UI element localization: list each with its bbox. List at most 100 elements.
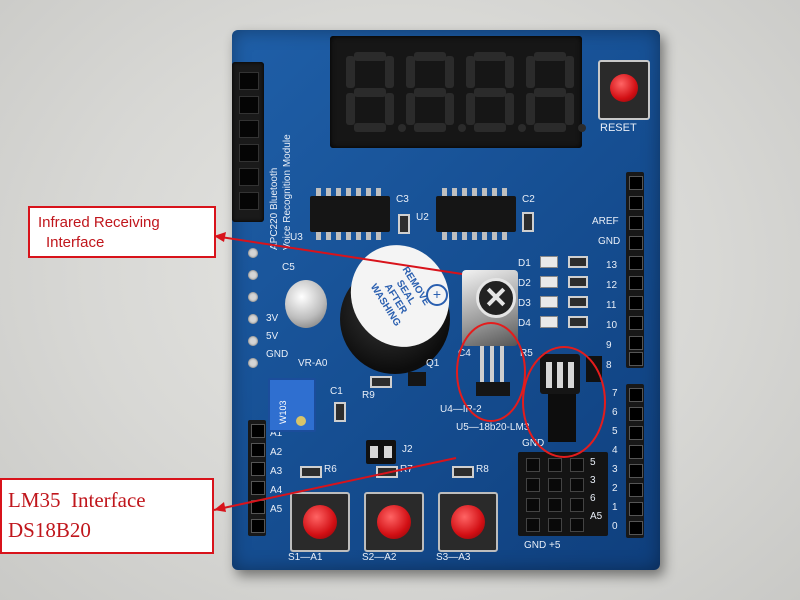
grid-labels: 5 3 6 A5 <box>590 454 602 526</box>
gnd-label-mid: GND <box>522 438 545 449</box>
led-labels: D1 D2 D3 D4 <box>518 254 531 334</box>
gnd-label-left: GND <box>266 349 289 360</box>
q1-label: Q1 <box>426 358 440 369</box>
plus-icon: + <box>426 284 448 306</box>
capacitor-c5 <box>285 280 327 328</box>
digit-1 <box>344 52 406 132</box>
button-s1[interactable] <box>290 492 350 552</box>
pin-7-label: 7 <box>612 388 618 399</box>
callout-lm35: LM35 Interface DS18B20 <box>0 478 214 554</box>
right-pin-labels-top: 13 12 11 10 9 8 <box>606 256 617 376</box>
pin-2-label: 2 <box>612 483 618 494</box>
resistor-led-4 <box>568 316 588 328</box>
u5-label: U5—18b20-LM3 <box>456 422 530 433</box>
pin-6-label: 6 <box>612 407 618 418</box>
d3-label: D3 <box>518 298 531 309</box>
module-label: APC220 Bluetooth Voice Recognition Modul… <box>268 70 308 250</box>
ir-receiver-lens <box>476 278 516 318</box>
j2-label: J2 <box>402 444 413 455</box>
resistor-r9 <box>370 376 392 388</box>
callout-infrared-line1: Infrared Receiving <box>38 214 160 231</box>
pin-grid-header <box>518 452 608 536</box>
digit-2 <box>404 52 466 132</box>
callout-infrared: Infrared Receiving Interface <box>28 206 216 258</box>
grid-label-5: 5 <box>590 457 596 468</box>
a2-label: A2 <box>270 447 283 458</box>
pin-8-label: 8 <box>606 360 612 371</box>
ir-highlight-circle <box>456 322 526 422</box>
pin-12-label: 12 <box>606 280 618 291</box>
transistor-q1 <box>408 372 426 386</box>
right-pin-header-bottom <box>626 384 644 538</box>
callout-infrared-line2: Interface <box>46 234 105 251</box>
module-label-line1: APC220 Bluetooth <box>269 167 280 250</box>
d4-label: D4 <box>518 318 531 329</box>
capacitor-c1 <box>334 402 346 422</box>
resistor-led-2 <box>568 276 588 288</box>
resistor-led-3 <box>568 296 588 308</box>
grid-label-6: 6 <box>590 493 596 504</box>
u3-label: U3 <box>290 232 303 243</box>
jumper-j2[interactable] <box>366 440 396 464</box>
pin-11-label: 11 <box>606 300 617 311</box>
5v-label: 5V <box>266 331 279 342</box>
digit-4 <box>524 52 586 132</box>
pin-1-label: 1 <box>612 502 618 513</box>
r7-label: R7 <box>400 464 413 475</box>
resistor-led-1 <box>568 256 588 268</box>
c2-label: C2 <box>522 194 535 205</box>
r8-label: R8 <box>476 464 489 475</box>
reset-button[interactable] <box>598 60 650 120</box>
a1-label: A1 <box>270 428 283 439</box>
pin-4-label: 4 <box>612 445 618 456</box>
potentiometer[interactable]: W103 <box>268 378 316 432</box>
led-d2 <box>540 276 558 288</box>
pot-value-text: W103 <box>278 400 288 424</box>
c5-label: C5 <box>282 262 295 273</box>
a3-label: A3 <box>270 466 283 477</box>
r6-label: R6 <box>324 464 337 475</box>
capacitor-c2 <box>522 212 534 232</box>
r9-label: R9 <box>362 390 375 401</box>
s2-label: S2—A2 <box>362 552 397 563</box>
seven-segment-display <box>330 36 586 148</box>
female-pin-header <box>232 62 264 222</box>
reset-label: RESET <box>600 122 637 134</box>
right-pin-labels-bottom: 7 6 5 4 3 2 1 0 <box>612 384 618 536</box>
resistor-r7 <box>376 466 398 478</box>
pin-13-label: 13 <box>606 260 618 271</box>
resistor-r8 <box>452 466 474 478</box>
led-d1 <box>540 256 558 268</box>
button-s3[interactable] <box>438 492 498 552</box>
grid-label-a5: A5 <box>590 511 603 522</box>
d1-label: D1 <box>518 258 531 269</box>
callout-lm35-line1: LM35 Interface <box>8 488 146 512</box>
digit-3 <box>464 52 526 132</box>
a4-label: A4 <box>270 485 283 496</box>
u2-label: U2 <box>416 212 429 223</box>
module-label-line2: Voice Recognition Module <box>282 134 293 250</box>
s3-label: S3—A3 <box>436 552 471 563</box>
d2-label: D2 <box>518 278 531 289</box>
led-d3 <box>540 296 558 308</box>
callout-lm35-line2: DS18B20 <box>8 518 91 542</box>
pin-5-label: 5 <box>612 426 618 437</box>
aref-label: AREF <box>592 216 619 227</box>
pin-10-label: 10 <box>606 320 618 331</box>
analog-pin-labels: A1 A2 A3 A4 A5 <box>270 424 282 519</box>
vr-a0-label: VR-A0 <box>298 358 328 369</box>
right-pin-header-top <box>626 172 644 368</box>
pin-0-label: 0 <box>612 521 618 532</box>
3v-label: 3V <box>266 313 279 324</box>
left-power-pads <box>248 248 262 378</box>
s1-label: S1—A1 <box>288 552 323 563</box>
analog-pin-header <box>248 420 266 536</box>
c3-label: C3 <box>396 194 409 205</box>
gnd-5v-label: GND +5 <box>524 540 561 551</box>
gnd-label-right: GND <box>598 236 621 247</box>
capacitor-c3 <box>398 214 410 234</box>
left-power-labels: 3V 5V GND <box>266 310 288 364</box>
u4-label: U4—IR-2 <box>440 404 482 415</box>
grid-label-3: 3 <box>590 475 596 486</box>
button-s2[interactable] <box>364 492 424 552</box>
